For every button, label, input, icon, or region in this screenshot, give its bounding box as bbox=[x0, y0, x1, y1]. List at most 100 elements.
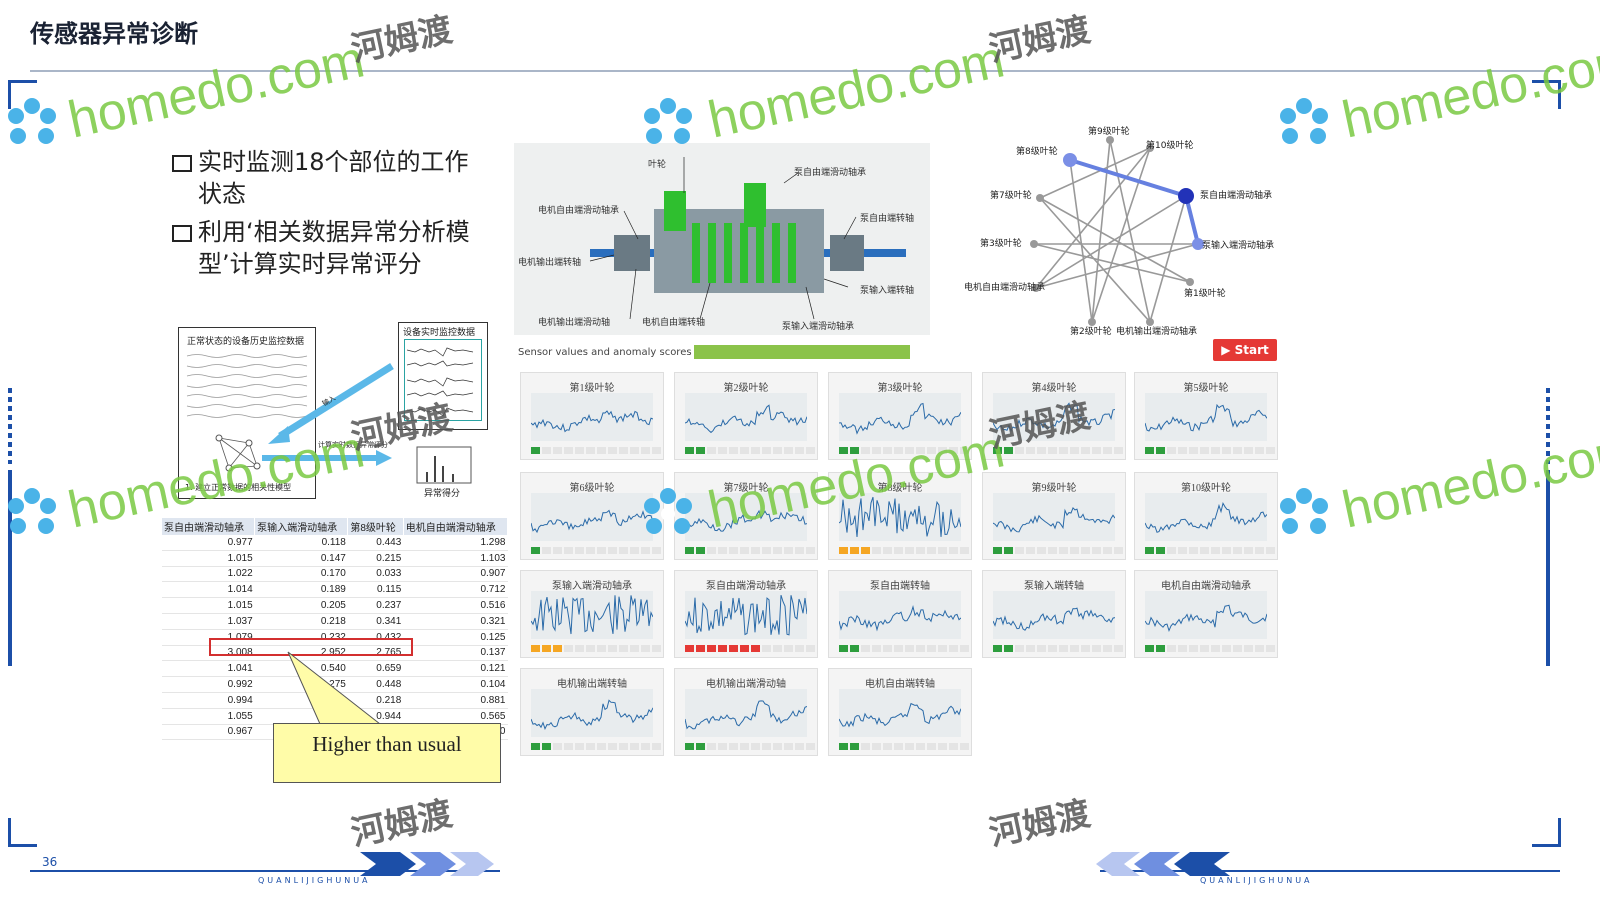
callout-pointer bbox=[287, 651, 382, 725]
level-cell bbox=[784, 645, 793, 652]
anomaly-level-indicator bbox=[531, 645, 661, 652]
sensor-waveform bbox=[1145, 493, 1267, 541]
level-cell bbox=[795, 645, 804, 652]
level-cell bbox=[597, 645, 606, 652]
sensor-card[interactable]: 泵自由端滑动轴承 bbox=[674, 570, 818, 658]
level-cell bbox=[1255, 447, 1264, 454]
level-cell bbox=[1255, 645, 1264, 652]
watermark-text: 河姆渡 bbox=[985, 793, 1094, 855]
level-cell bbox=[531, 645, 540, 652]
level-cell bbox=[619, 547, 628, 554]
net-label: 电机输出端滑动轴承 bbox=[1116, 325, 1197, 337]
level-cell bbox=[740, 547, 749, 554]
level-cell bbox=[850, 547, 859, 554]
footer-chevrons-right bbox=[1096, 852, 1230, 876]
table-cell: 0.712 bbox=[403, 581, 508, 599]
sensor-card[interactable]: 泵自由端转轴 bbox=[828, 570, 972, 658]
watermark-text: 河姆渡 bbox=[347, 793, 456, 855]
level-cell bbox=[652, 447, 661, 454]
level-cell bbox=[960, 447, 969, 454]
level-cell bbox=[619, 645, 628, 652]
sensor-card[interactable]: 电机自由端转轴 bbox=[828, 668, 972, 756]
level-cell bbox=[1222, 447, 1231, 454]
level-cell bbox=[894, 447, 903, 454]
sensor-waveform bbox=[839, 393, 961, 441]
sensor-waveform bbox=[531, 591, 653, 639]
level-cell bbox=[553, 447, 562, 454]
table-cell: 1.022 bbox=[162, 566, 255, 583]
pump-label-motor-free-bearing: 电机自由端滑动轴承 bbox=[538, 205, 620, 215]
anomaly-level-indicator bbox=[993, 547, 1123, 554]
level-cell bbox=[685, 447, 694, 454]
sensor-card-title: 电机自由端转轴 bbox=[865, 679, 935, 690]
level-cell bbox=[586, 547, 595, 554]
level-cell bbox=[729, 447, 738, 454]
history-data-panel: 正常状态的设备历史监控数据 1. 建立正常数据的相关性模型 bbox=[178, 327, 316, 499]
sensor-card[interactable]: 泵输入端滑动轴承 bbox=[520, 570, 664, 658]
corner-bottom-left bbox=[8, 818, 37, 847]
level-cell bbox=[685, 645, 694, 652]
level-cell bbox=[1114, 547, 1123, 554]
level-cell bbox=[531, 743, 540, 750]
anomaly-row-highlight bbox=[209, 638, 413, 656]
level-cell bbox=[927, 743, 936, 750]
sensor-card[interactable]: 第7级叶轮 bbox=[674, 472, 818, 560]
level-cell bbox=[1167, 645, 1176, 652]
sensor-card[interactable]: 电机输出端滑动轴 bbox=[674, 668, 818, 756]
level-cell bbox=[751, 743, 760, 750]
sensor-card[interactable]: 第2级叶轮 bbox=[674, 372, 818, 460]
sensor-card[interactable]: 第10级叶轮 bbox=[1134, 472, 1278, 560]
sensor-card-title: 电机自由端滑动轴承 bbox=[1161, 581, 1251, 592]
level-cell bbox=[586, 743, 595, 750]
level-cell bbox=[1059, 447, 1068, 454]
level-cell bbox=[586, 645, 595, 652]
bullet-list: 实时监测18个部位的工作状态 利用‘相关数据异常分析模型’计算实时异常评分 bbox=[172, 146, 472, 286]
sensor-waveform bbox=[993, 493, 1115, 541]
sensor-card[interactable]: 第3级叶轮 bbox=[828, 372, 972, 460]
sensor-bar-label: Sensor values and anomaly scores | bbox=[518, 347, 699, 358]
left-side-dashes bbox=[8, 388, 12, 464]
sensor-card[interactable]: 泵输入端转轴 bbox=[982, 570, 1126, 658]
level-cell bbox=[1081, 547, 1090, 554]
sensor-card[interactable]: 第8级叶轮 bbox=[828, 472, 972, 560]
sensor-card[interactable]: 第5级叶轮 bbox=[1134, 372, 1278, 460]
watermark-text: 河姆渡 bbox=[347, 9, 456, 71]
start-button[interactable]: ▶ Start bbox=[1213, 339, 1277, 361]
level-cell bbox=[619, 447, 628, 454]
level-cell bbox=[1200, 447, 1209, 454]
level-cell bbox=[707, 743, 716, 750]
level-cell bbox=[883, 447, 892, 454]
level-cell bbox=[553, 547, 562, 554]
level-cell bbox=[1026, 447, 1035, 454]
level-cell bbox=[1103, 447, 1112, 454]
sensor-card[interactable]: 第4级叶轮 bbox=[982, 372, 1126, 460]
sensor-waveform bbox=[839, 591, 961, 639]
sensor-card[interactable]: 第1级叶轮 bbox=[520, 372, 664, 460]
level-cell bbox=[1266, 645, 1275, 652]
level-cell bbox=[630, 743, 639, 750]
anomaly-level-indicator bbox=[1145, 547, 1275, 554]
table-cell: 0.125 bbox=[403, 629, 508, 646]
level-cell bbox=[773, 645, 782, 652]
level-cell bbox=[652, 743, 661, 750]
level-cell bbox=[762, 645, 771, 652]
sensor-card[interactable]: 第6级叶轮 bbox=[520, 472, 664, 560]
sensor-card[interactable]: 第9级叶轮 bbox=[982, 472, 1126, 560]
watermark-text: homedo.com bbox=[1337, 420, 1600, 540]
level-cell bbox=[938, 447, 947, 454]
score-chart-icon bbox=[416, 446, 472, 484]
level-cell bbox=[993, 547, 1002, 554]
sensor-card-title: 第7级叶轮 bbox=[723, 483, 769, 494]
table-cell: 0.443 bbox=[347, 535, 404, 551]
table-cell: 0.118 bbox=[254, 535, 348, 551]
level-cell bbox=[905, 447, 914, 454]
sensor-card[interactable]: 电机输出端转轴 bbox=[520, 668, 664, 756]
level-cell bbox=[861, 743, 870, 750]
sensor-card[interactable]: 电机自由端滑动轴承 bbox=[1134, 570, 1278, 658]
sensor-card-title: 第4级叶轮 bbox=[1031, 383, 1077, 394]
level-cell bbox=[1167, 547, 1176, 554]
level-cell bbox=[1233, 645, 1242, 652]
sensor-waveform bbox=[531, 393, 653, 441]
